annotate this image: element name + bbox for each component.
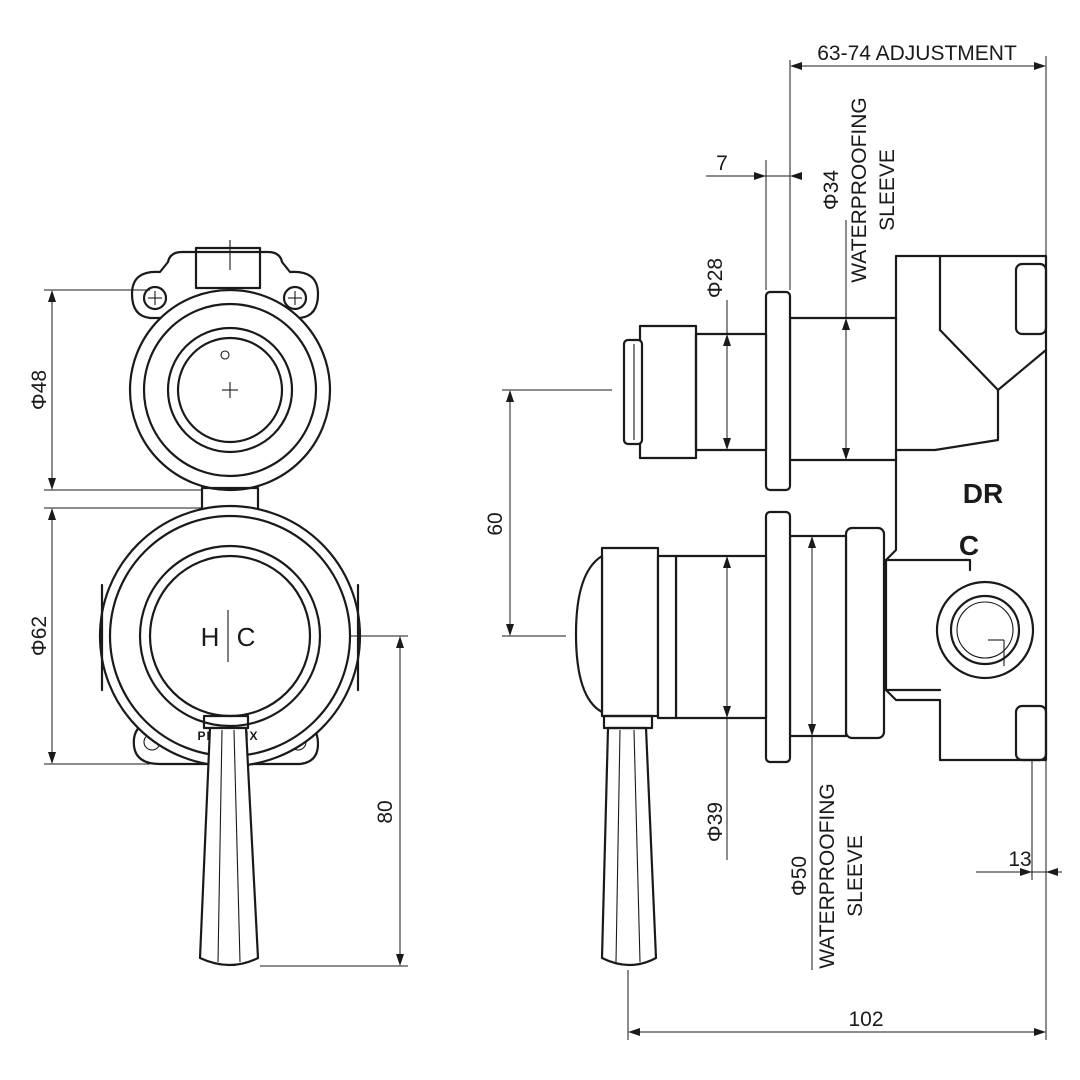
side-view: DR C <box>574 254 1048 967</box>
body-offset-label: 13 <box>1008 848 1031 871</box>
lever-handle <box>198 714 260 967</box>
top-sleeve-diameter-label: Φ34 <box>820 170 843 210</box>
front-view: H C PHOENIX <box>98 240 362 967</box>
lever-length-label: 80 <box>374 800 397 823</box>
centres-label: 60 <box>484 512 507 535</box>
valve-body: DR C <box>882 254 1048 762</box>
bottom-sleeve-diameter-label: Φ50 <box>788 856 811 896</box>
diverter-port-label: DR <box>963 478 1003 509</box>
diverter-cartridge-side <box>622 290 898 492</box>
mixer-cartridge-side <box>574 510 886 967</box>
top-sleeve-line1: WATERPROOFING <box>848 97 871 283</box>
bottom-stem-diameter-label: Φ39 <box>704 802 727 842</box>
screw-icon <box>142 285 168 311</box>
overall-depth-label: 102 <box>848 1008 883 1031</box>
cold-label: C <box>237 622 256 652</box>
top-sleeve-line2: SLEEVE <box>876 149 899 231</box>
adjustment-label: 63-74 ADJUSTMENT <box>817 42 1017 65</box>
bottom-sleeve-line1: WATERPROOFING <box>816 783 839 969</box>
dimension-labels: 63-74 ADJUSTMENT 7 Φ34 WATERPROOFING SLE… <box>28 42 1032 1031</box>
hot-label: H <box>201 622 220 652</box>
offset-label: 7 <box>716 152 728 175</box>
diverter-rosette <box>128 288 332 492</box>
top-stem-diameter-label: Φ28 <box>704 258 727 298</box>
cold-port-label: C <box>959 530 979 561</box>
lower-rosette-diameter-label: Φ62 <box>28 616 51 656</box>
dimension-lines <box>44 56 1062 1040</box>
screw-icon <box>282 285 308 311</box>
upper-rosette-diameter-label: Φ48 <box>28 370 51 410</box>
bottom-sleeve-line2: SLEEVE <box>844 835 867 917</box>
upper-mounting-plate <box>130 240 320 320</box>
